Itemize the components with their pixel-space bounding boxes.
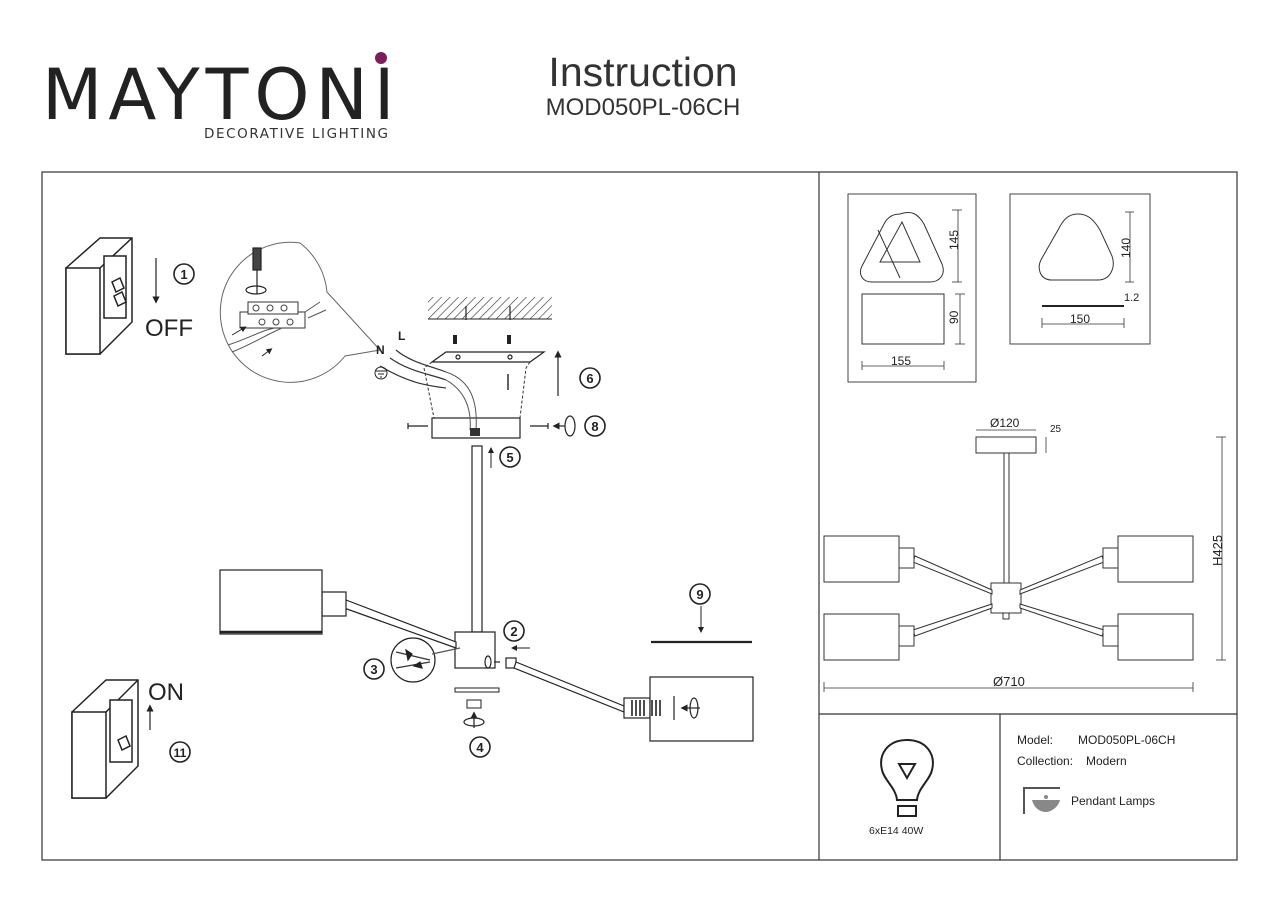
neutral-wire-label: N xyxy=(376,343,385,357)
step-4-num: 4 xyxy=(476,740,484,755)
terminal-zoom xyxy=(219,241,381,383)
frame xyxy=(41,171,1238,861)
step-11-num: 11 xyxy=(174,746,187,760)
switch-on-label: ON xyxy=(148,679,184,706)
step-3-num: 3 xyxy=(370,662,377,677)
collection-value: Modern xyxy=(1086,754,1127,768)
step-9-num: 9 xyxy=(696,587,703,602)
step-3-badge xyxy=(363,658,385,680)
canopy-dimensions-box xyxy=(847,193,977,383)
model-label: Model: xyxy=(1017,733,1054,747)
plate-width-dim xyxy=(1041,318,1125,328)
hub-cover xyxy=(454,687,500,693)
rotate-arrow-icon-4 xyxy=(463,711,485,728)
rotate-arrow-icon-10 xyxy=(673,696,700,720)
dim-total-diameter: Ø710 xyxy=(993,674,1025,689)
step-5-num: 5 xyxy=(506,450,513,465)
dim-plate-thickness: 1.2 xyxy=(1124,292,1139,304)
step-8-num: 8 xyxy=(591,419,598,434)
step-6-badge xyxy=(579,367,601,389)
collection-label: Collection: xyxy=(1017,754,1074,768)
step-9-badge xyxy=(689,583,711,605)
plate-top-view xyxy=(1038,213,1114,281)
hub-nut xyxy=(466,699,482,709)
live-wire-label: L xyxy=(398,329,405,343)
dim-canopy-depth: 90 xyxy=(947,310,961,324)
plate-dimensions-box xyxy=(1009,193,1151,345)
logo-accent-dot xyxy=(375,52,387,64)
suspension-rod xyxy=(471,445,483,633)
step-8-badge xyxy=(584,415,606,437)
screwdriver-icon xyxy=(245,247,267,295)
page-model: MOD050PL-06CH xyxy=(545,94,741,121)
dim-plate-height: 140 xyxy=(1119,238,1133,258)
dim-base-diameter: Ø120 xyxy=(990,416,1020,430)
title-block: Instruction MOD050PL-06CH xyxy=(538,50,748,122)
canopy-top-view xyxy=(859,211,944,283)
dim-canopy-height: 145 xyxy=(947,230,961,250)
model-value: MOD050PL-06CH xyxy=(1078,733,1176,747)
mounting-bracket xyxy=(430,351,546,363)
light-bulb-icon xyxy=(880,738,934,817)
center-hub xyxy=(454,631,496,669)
pendant-lamp-icon xyxy=(1023,787,1060,814)
category-label: Pendant Lamps xyxy=(1071,794,1156,808)
step-4-badge xyxy=(469,736,491,758)
canopy xyxy=(423,361,531,439)
canopy-width-dim xyxy=(861,361,945,370)
canopy-depth-dim xyxy=(955,293,965,345)
fixture-front-view xyxy=(823,436,1194,661)
step-2-badge xyxy=(503,620,525,642)
brand-logo: MAYTONI DECORATIVE LIGHTING xyxy=(42,54,401,142)
step-1-badge xyxy=(173,263,195,285)
rotate-arrow-icon xyxy=(552,415,576,437)
step-2-num: 2 xyxy=(510,624,517,639)
total-diameter-dim xyxy=(823,682,1194,692)
switch-on-icon xyxy=(71,679,139,799)
ground-symbol-icon xyxy=(374,366,388,380)
right-arm xyxy=(505,657,754,742)
canopy-height-dim xyxy=(952,209,962,283)
hub-screw xyxy=(484,655,500,669)
step-1-num: 1 xyxy=(180,267,187,282)
left-arm xyxy=(219,569,457,649)
ceiling xyxy=(428,297,552,320)
ceiling-screws xyxy=(453,335,511,344)
dim-plate-width: 150 xyxy=(1070,312,1090,326)
switch-off-icon xyxy=(65,237,133,355)
plate-height-dim xyxy=(1125,211,1134,283)
dim-canopy-width: 155 xyxy=(891,354,911,368)
dim-total-height: H425 xyxy=(1210,535,1225,566)
total-height-dim xyxy=(1216,436,1226,661)
bulb-spec: 6xE14 40W xyxy=(869,825,924,837)
cable-grip xyxy=(470,428,480,436)
canopy-side-view xyxy=(861,293,945,345)
dim-base-height: 25 xyxy=(1050,424,1062,435)
step-6-num: 6 xyxy=(586,371,593,386)
step-11-badge xyxy=(169,741,191,763)
wire-connector-zoom xyxy=(390,637,461,683)
supply-wires xyxy=(379,349,447,389)
page-title: Instruction xyxy=(548,49,738,95)
logo-tagline: DECORATIVE LIGHTING xyxy=(204,126,390,142)
switch-off-label: OFF xyxy=(145,315,193,342)
canopy-screws xyxy=(407,423,549,429)
step-5-badge xyxy=(499,446,521,468)
logo-wordmark: MAYTONI xyxy=(42,54,401,136)
